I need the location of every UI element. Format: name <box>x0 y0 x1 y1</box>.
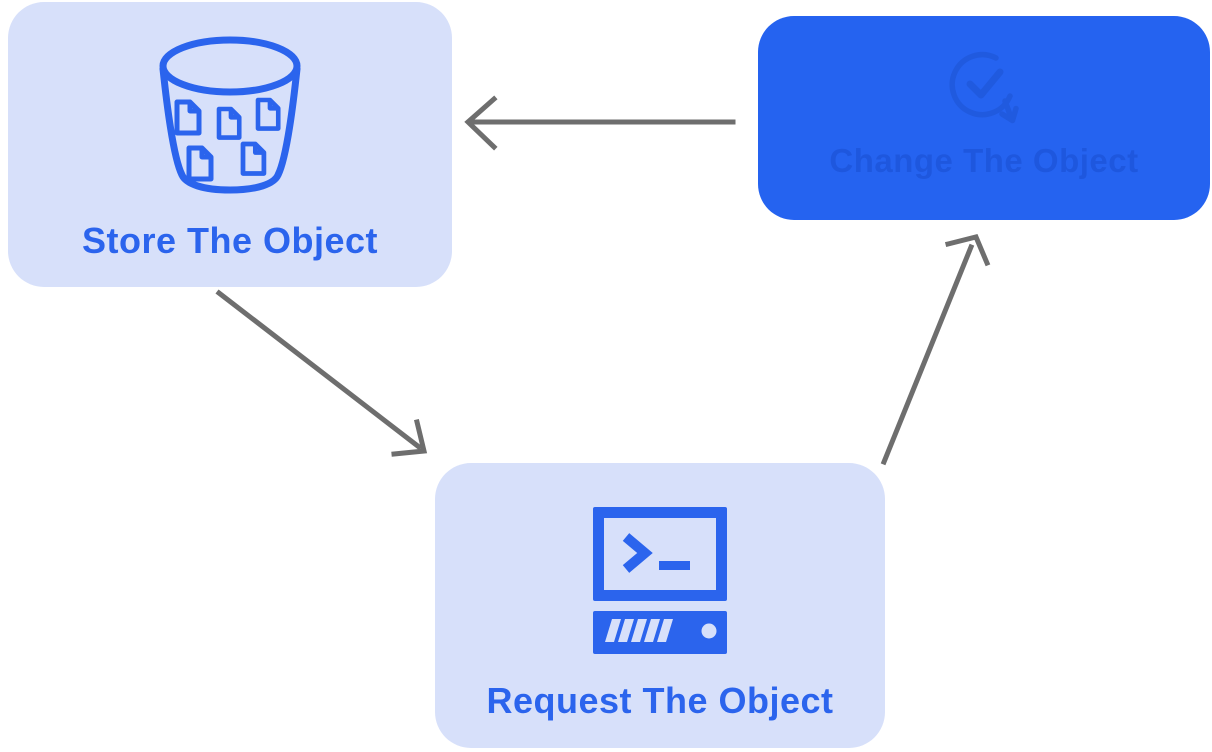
sync-check-icon <box>948 50 1020 126</box>
bucket-documents-icon <box>155 36 305 196</box>
node-change-the-object: Change The Object <box>758 16 1210 220</box>
node-store-the-object: Store The Object <box>8 2 452 287</box>
store-node-label: Store The Object <box>81 220 379 261</box>
arrow-request-to-change <box>880 234 991 466</box>
arrow-change-to-store <box>464 95 736 151</box>
change-node-label: Change The Object <box>829 142 1139 179</box>
arrow-store-to-request <box>215 289 428 457</box>
terminal-computer-icon <box>593 507 727 654</box>
request-node-label: Request The Object <box>486 680 834 721</box>
node-request-the-object: Request The Object <box>435 463 885 748</box>
